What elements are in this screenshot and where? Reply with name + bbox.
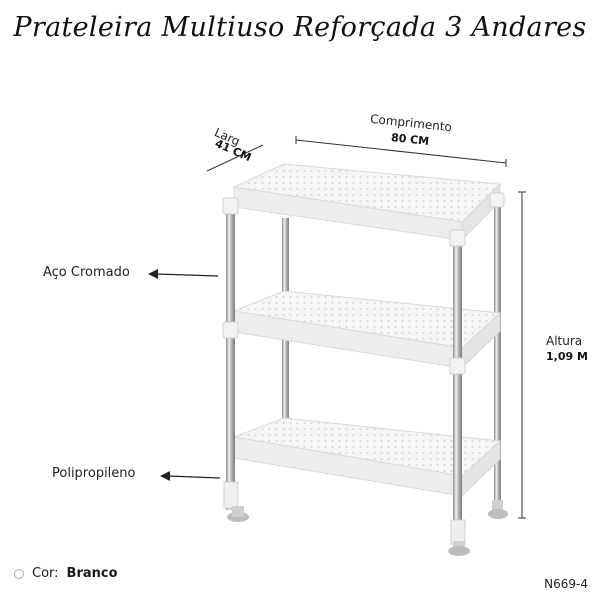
arrow-left-icon <box>148 269 219 279</box>
shelf-bottom <box>232 417 502 498</box>
height-label: Altura <box>546 334 583 348</box>
back-right-pole <box>494 205 501 505</box>
page-title: Prateleira Multiuso Reforçada 3 Andares <box>13 12 587 43</box>
product-code: N669-4 <box>544 577 588 591</box>
arrow-left-icon <box>160 471 221 481</box>
height-dimension-line <box>518 191 526 519</box>
color-value: Branco <box>66 566 118 581</box>
length-dimension-line <box>295 136 507 167</box>
shelf-feet <box>223 481 508 556</box>
front-left-pole <box>226 210 235 510</box>
shelf-top <box>232 163 502 242</box>
height-value: 1,09 M <box>546 350 588 363</box>
width-dimension-line <box>206 144 264 172</box>
front-right-pole <box>453 240 462 530</box>
color-info: Cor: Branco <box>14 566 118 581</box>
callout-chrome-steel: Aço Cromado <box>43 265 130 280</box>
color-label: Cor: <box>32 566 59 581</box>
callout-polypropylene: Polipropileno <box>52 466 136 481</box>
color-swatch-icon <box>14 568 24 579</box>
